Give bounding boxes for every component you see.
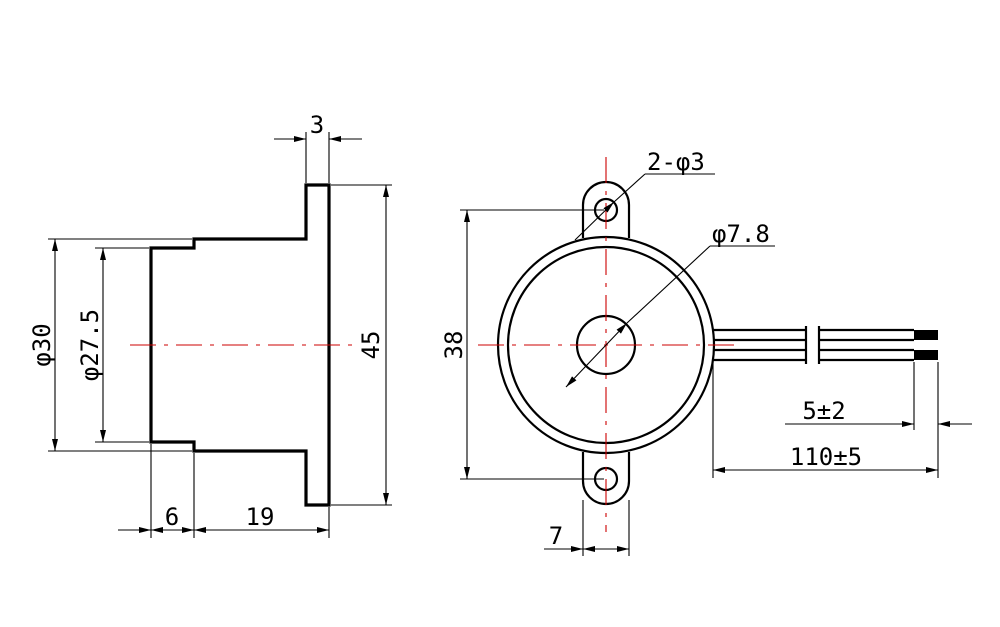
side-view-extension-lines [48,132,392,538]
dim-length-chain: 6 19 [118,503,329,533]
dim-hole-spacing-label: 38 [440,331,468,360]
lead-wire-stripped-end-bottom [914,350,938,360]
lead-wire-stripped-end-top [914,330,938,340]
dim-flange-height: 45 [357,185,389,505]
lead-wires [713,326,914,364]
dim-lead-length: 110±5 [713,443,938,473]
dim-inner-dia-label: φ27.5 [76,309,104,381]
dim-step-length-label: 6 [165,503,179,531]
side-view-body-outline [149,183,331,507]
dim-lead-strip: 5±2 [785,397,972,427]
dim-flange-height-label: 45 [357,331,385,360]
front-view-extension-lines [460,209,939,556]
dim-lead-strip-label: 5±2 [802,397,845,425]
dim-outer-dia: φ30 [28,239,58,451]
dim-tab-width: 7 [544,522,629,552]
dim-inner-dia: φ27.5 [76,248,106,442]
front-view: 38 2-φ3 φ7.8 7 5±2 [440,148,972,556]
dim-mount-holes: 2-φ3 [574,148,715,241]
dim-flange-thickness-label: 3 [310,111,324,139]
side-view: 3 45 φ30 φ27.5 6 19 [28,111,392,538]
dim-flange-thickness: 3 [274,111,362,142]
dim-mount-holes-label: 2-φ3 [647,148,705,176]
dim-tab-width-label: 7 [549,522,563,550]
dim-sound-hole-label: φ7.8 [712,220,770,248]
dim-body-length-label: 19 [246,503,275,531]
dim-sound-hole: φ7.8 [565,220,775,388]
dim-lead-length-label: 110±5 [790,443,862,471]
dim-hole-spacing: 38 [440,210,470,479]
dim-outer-dia-label: φ30 [28,323,56,366]
